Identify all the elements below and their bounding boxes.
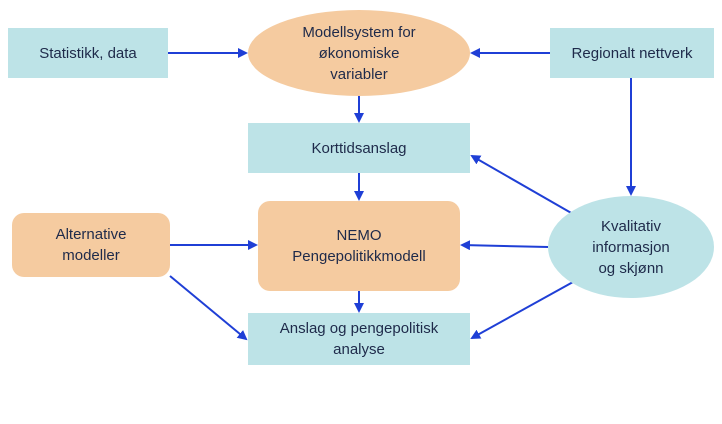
node-model-system: Modellsystem for økonomiske variabler <box>248 10 470 96</box>
node-model-system-label: Modellsystem for økonomiske variabler <box>302 23 416 83</box>
arrow-kval-to-nemo <box>460 240 549 251</box>
node-forecast-analysis-label: Anslag og pengepolitisk analyse <box>279 320 439 358</box>
node-qualitative: Kvalitativ informasjon og skjønn <box>548 196 714 298</box>
node-qualitative-label: Kvalitativ informasjon og skjønn <box>592 217 670 277</box>
node-statistics: Statistikk, data <box>8 28 168 78</box>
node-forecast-analysis: Anslag og pengepolitisk analyse <box>248 313 470 365</box>
node-short-term-forecast: Korttidsanslag <box>248 123 470 173</box>
node-nemo: NEMO Pengepolitikkmodell <box>258 201 460 291</box>
arrow-kval-to-anslag <box>470 281 574 339</box>
node-regional-network-label: Regionalt nettverk <box>571 44 693 62</box>
node-statistics-label: Statistikk, data <box>39 44 137 62</box>
node-alternative-models-label: Alternative modeller <box>55 226 127 264</box>
arrow-alt-to-anslag <box>169 275 248 341</box>
arrow-kval-to-kort <box>470 155 574 215</box>
node-regional-network: Regionalt nettverk <box>550 28 714 78</box>
node-nemo-label: NEMO Pengepolitikkmodell <box>292 227 426 265</box>
node-alternative-models: Alternative modeller <box>12 213 170 277</box>
node-short-term-forecast-label: Korttidsanslag <box>311 139 407 157</box>
